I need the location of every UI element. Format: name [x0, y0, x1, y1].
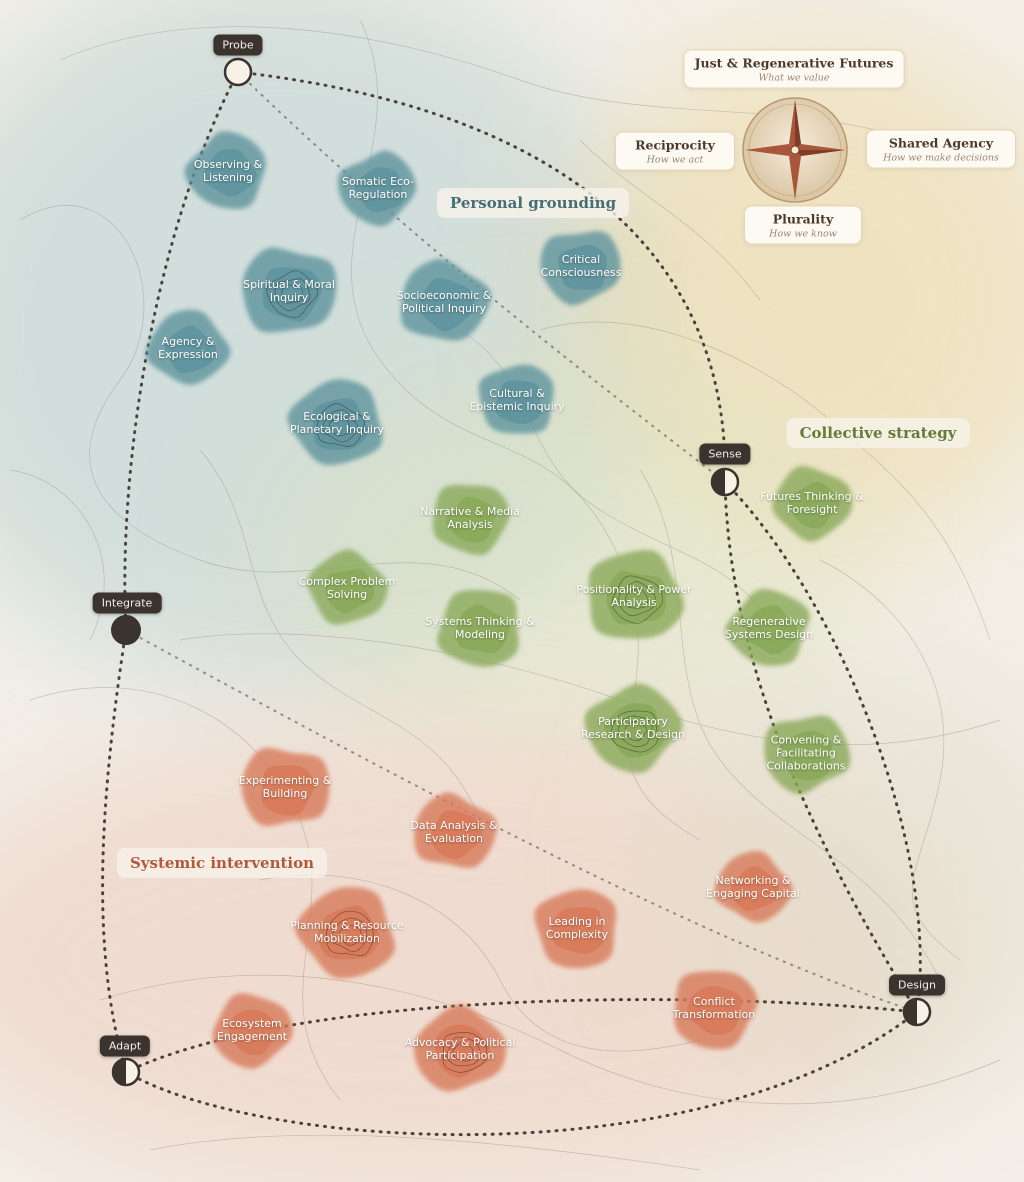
value-title: Plurality — [772, 211, 834, 227]
skill-blob-cultural-epistemic-inquiry — [478, 364, 554, 434]
design-node-icon — [902, 997, 932, 1027]
skill-blob-agency-expression — [145, 309, 231, 385]
skill-blob-positionality-power-analysis — [588, 549, 685, 639]
node-tag-integrate: Integrate — [92, 592, 162, 614]
skill-blob-systems-thinking-modeling — [437, 589, 519, 667]
section-label-personal: Personal grounding — [436, 188, 630, 218]
skill-blob-advocacy-political-participation — [414, 1004, 507, 1092]
skill-blob-regenerative-systems-design — [725, 589, 810, 666]
skill-blob-experimenting-building — [241, 747, 330, 826]
compass-rose-icon — [742, 97, 848, 203]
section-label-systemic: Systemic intervention — [116, 848, 328, 878]
value-subtitle: What we value — [758, 72, 830, 84]
integrate-node-icon — [111, 615, 141, 645]
skill-blob-socioeconomic-political-inquiry — [400, 258, 492, 341]
skill-blob-ecological-planetary-inquiry — [287, 379, 383, 466]
secondary-paths — [125, 71, 918, 1013]
skill-blob-observing-listening — [184, 131, 266, 209]
skill-blob-somatic-eco-regulation — [337, 150, 417, 227]
skill-blob-leading-in-complexity — [534, 889, 617, 969]
skill-blob-spiritual-moral-inquiry — [242, 247, 337, 333]
probe-node-icon — [223, 57, 253, 87]
skill-blob-complex-problem-solving — [307, 549, 388, 625]
value-card-just-futures: Just & Regenerative Futures What we valu… — [683, 49, 905, 89]
value-title: Just & Regenerative Futures — [694, 55, 894, 71]
skill-blob-ecosystem-engagement — [212, 993, 293, 1069]
adapt-node-icon — [111, 1057, 141, 1087]
value-subtitle: How we act — [646, 154, 704, 166]
skill-blob-critical-consciousness — [540, 231, 621, 306]
skill-blob-networking-engaging-capital — [714, 851, 793, 923]
process-node-circles — [111, 57, 932, 1087]
skill-blob-convening-facilitating-collaborations — [764, 715, 851, 795]
skill-blob-planning-resource-mobilization — [295, 887, 395, 979]
skill-blob-conflict-transformation — [674, 971, 758, 1050]
node-tag-probe: Probe — [213, 34, 263, 56]
section-label-collective: Collective strategy — [786, 418, 970, 448]
value-card-shared-agency: Shared Agency How we make decisions — [866, 129, 1016, 169]
skill-blob-narrative-media-analysis — [432, 485, 510, 556]
node-tag-sense: Sense — [699, 443, 751, 465]
sense-node-icon — [710, 467, 740, 497]
value-title: Shared Agency — [888, 135, 994, 151]
node-tag-adapt: Adapt — [99, 1035, 151, 1057]
value-card-plurality: Plurality How we know — [744, 205, 862, 245]
skill-blob-futures-thinking-foresight — [772, 465, 853, 542]
skill-blob-data-analysis-evaluation — [414, 792, 497, 868]
skill-blob-participatory-research-design — [584, 683, 683, 774]
value-title: Reciprocity — [635, 137, 715, 153]
skill-blobs — [145, 131, 853, 1092]
value-card-reciprocity: Reciprocity How we act — [615, 131, 735, 171]
value-subtitle: How we make decisions — [883, 152, 999, 164]
node-tag-design: Design — [889, 974, 945, 996]
value-subtitle: How we know — [769, 228, 837, 240]
